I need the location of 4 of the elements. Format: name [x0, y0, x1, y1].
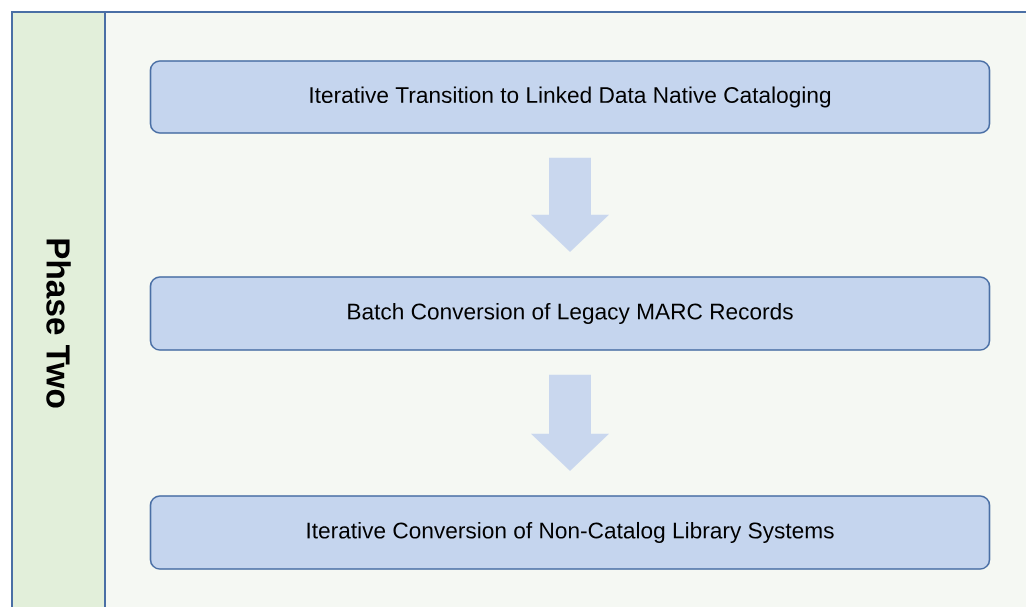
- process-box: Iterative Conversion of Non-Catalog Library Systems: [149, 495, 991, 570]
- process-box: Batch Conversion of Legacy MARC Records: [149, 276, 991, 351]
- process-box: Iterative Transition to Linked Data Native Cataloging: [149, 60, 991, 134]
- phase-band: Phase Two: [11, 11, 106, 607]
